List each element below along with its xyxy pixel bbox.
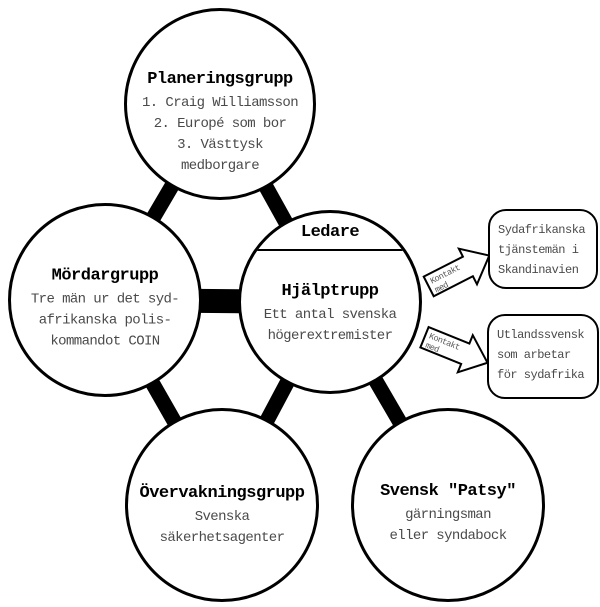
ledare-label: Ledare: [300, 223, 360, 242]
arrow-right-icon: [422, 247, 491, 298]
arrow-label-line2: med: [424, 341, 441, 356]
ledare-divider: [241, 249, 419, 251]
node-line: säkerhetsagenter: [159, 530, 285, 546]
side-box-sydafrikanska: Sydafrikanska tjänstemän i Skandinavien: [488, 209, 598, 289]
arrow-right-icon: [419, 325, 489, 374]
node-line: högerextremister: [267, 328, 393, 344]
box-line: tjänstemän i: [498, 243, 579, 257]
box-line: som arbetar: [497, 348, 571, 362]
kontakt-med-arrow-upper: Kontakt med: [422, 247, 491, 298]
node-line: kommandot COIN: [50, 333, 160, 350]
node-title: Mördargrupp: [51, 266, 159, 286]
box-line: för sydafrika: [497, 368, 585, 382]
node-line: afrikanska polis-: [38, 312, 172, 329]
node-line: medborgare: [180, 158, 260, 174]
node-line: 1. Craig Williamsson: [141, 95, 299, 111]
node-line: 2. Europé som bor: [153, 116, 287, 132]
node-mordargrupp: Mördargrupp Tre män ur det syd- afrikans…: [8, 203, 202, 397]
box-line: Utlandssvensk: [497, 328, 585, 342]
node-line: Tre män ur det syd-: [30, 291, 180, 308]
node-overvakningsgrupp: Övervakningsgrupp Svenska säkerhetsagent…: [125, 408, 319, 602]
node-line: Svenska: [194, 509, 250, 525]
node-svensk-patsy: Svensk "Patsy" gärningsman eller syndabo…: [351, 408, 545, 602]
side-box-utlandssvensk: Utlandssvensk som arbetar för sydafrika: [487, 314, 599, 399]
node-title: Planeringsgrupp: [147, 70, 293, 89]
node-title: Övervakningsgrupp: [139, 484, 305, 503]
node-line: Ett antal svenska: [263, 307, 397, 323]
node-line: eller syndabock: [389, 528, 507, 544]
kontakt-med-arrow-lower: Kontakt med: [419, 325, 489, 374]
box-line: Sydafrikanska: [498, 223, 586, 237]
node-title: Svensk "Patsy": [380, 482, 516, 501]
node-line: gärningsman: [405, 507, 491, 523]
node-line: 3. Västtysk: [177, 137, 263, 153]
node-planeringsgrupp: Planeringsgrupp 1. Craig Williamsson 2. …: [124, 8, 316, 200]
node-title: Hjälptrupp: [281, 282, 379, 301]
box-line: Skandinavien: [498, 263, 579, 277]
node-hjalptrupp: Ledare Hjälptrupp Ett antal svenska höge…: [238, 210, 422, 394]
